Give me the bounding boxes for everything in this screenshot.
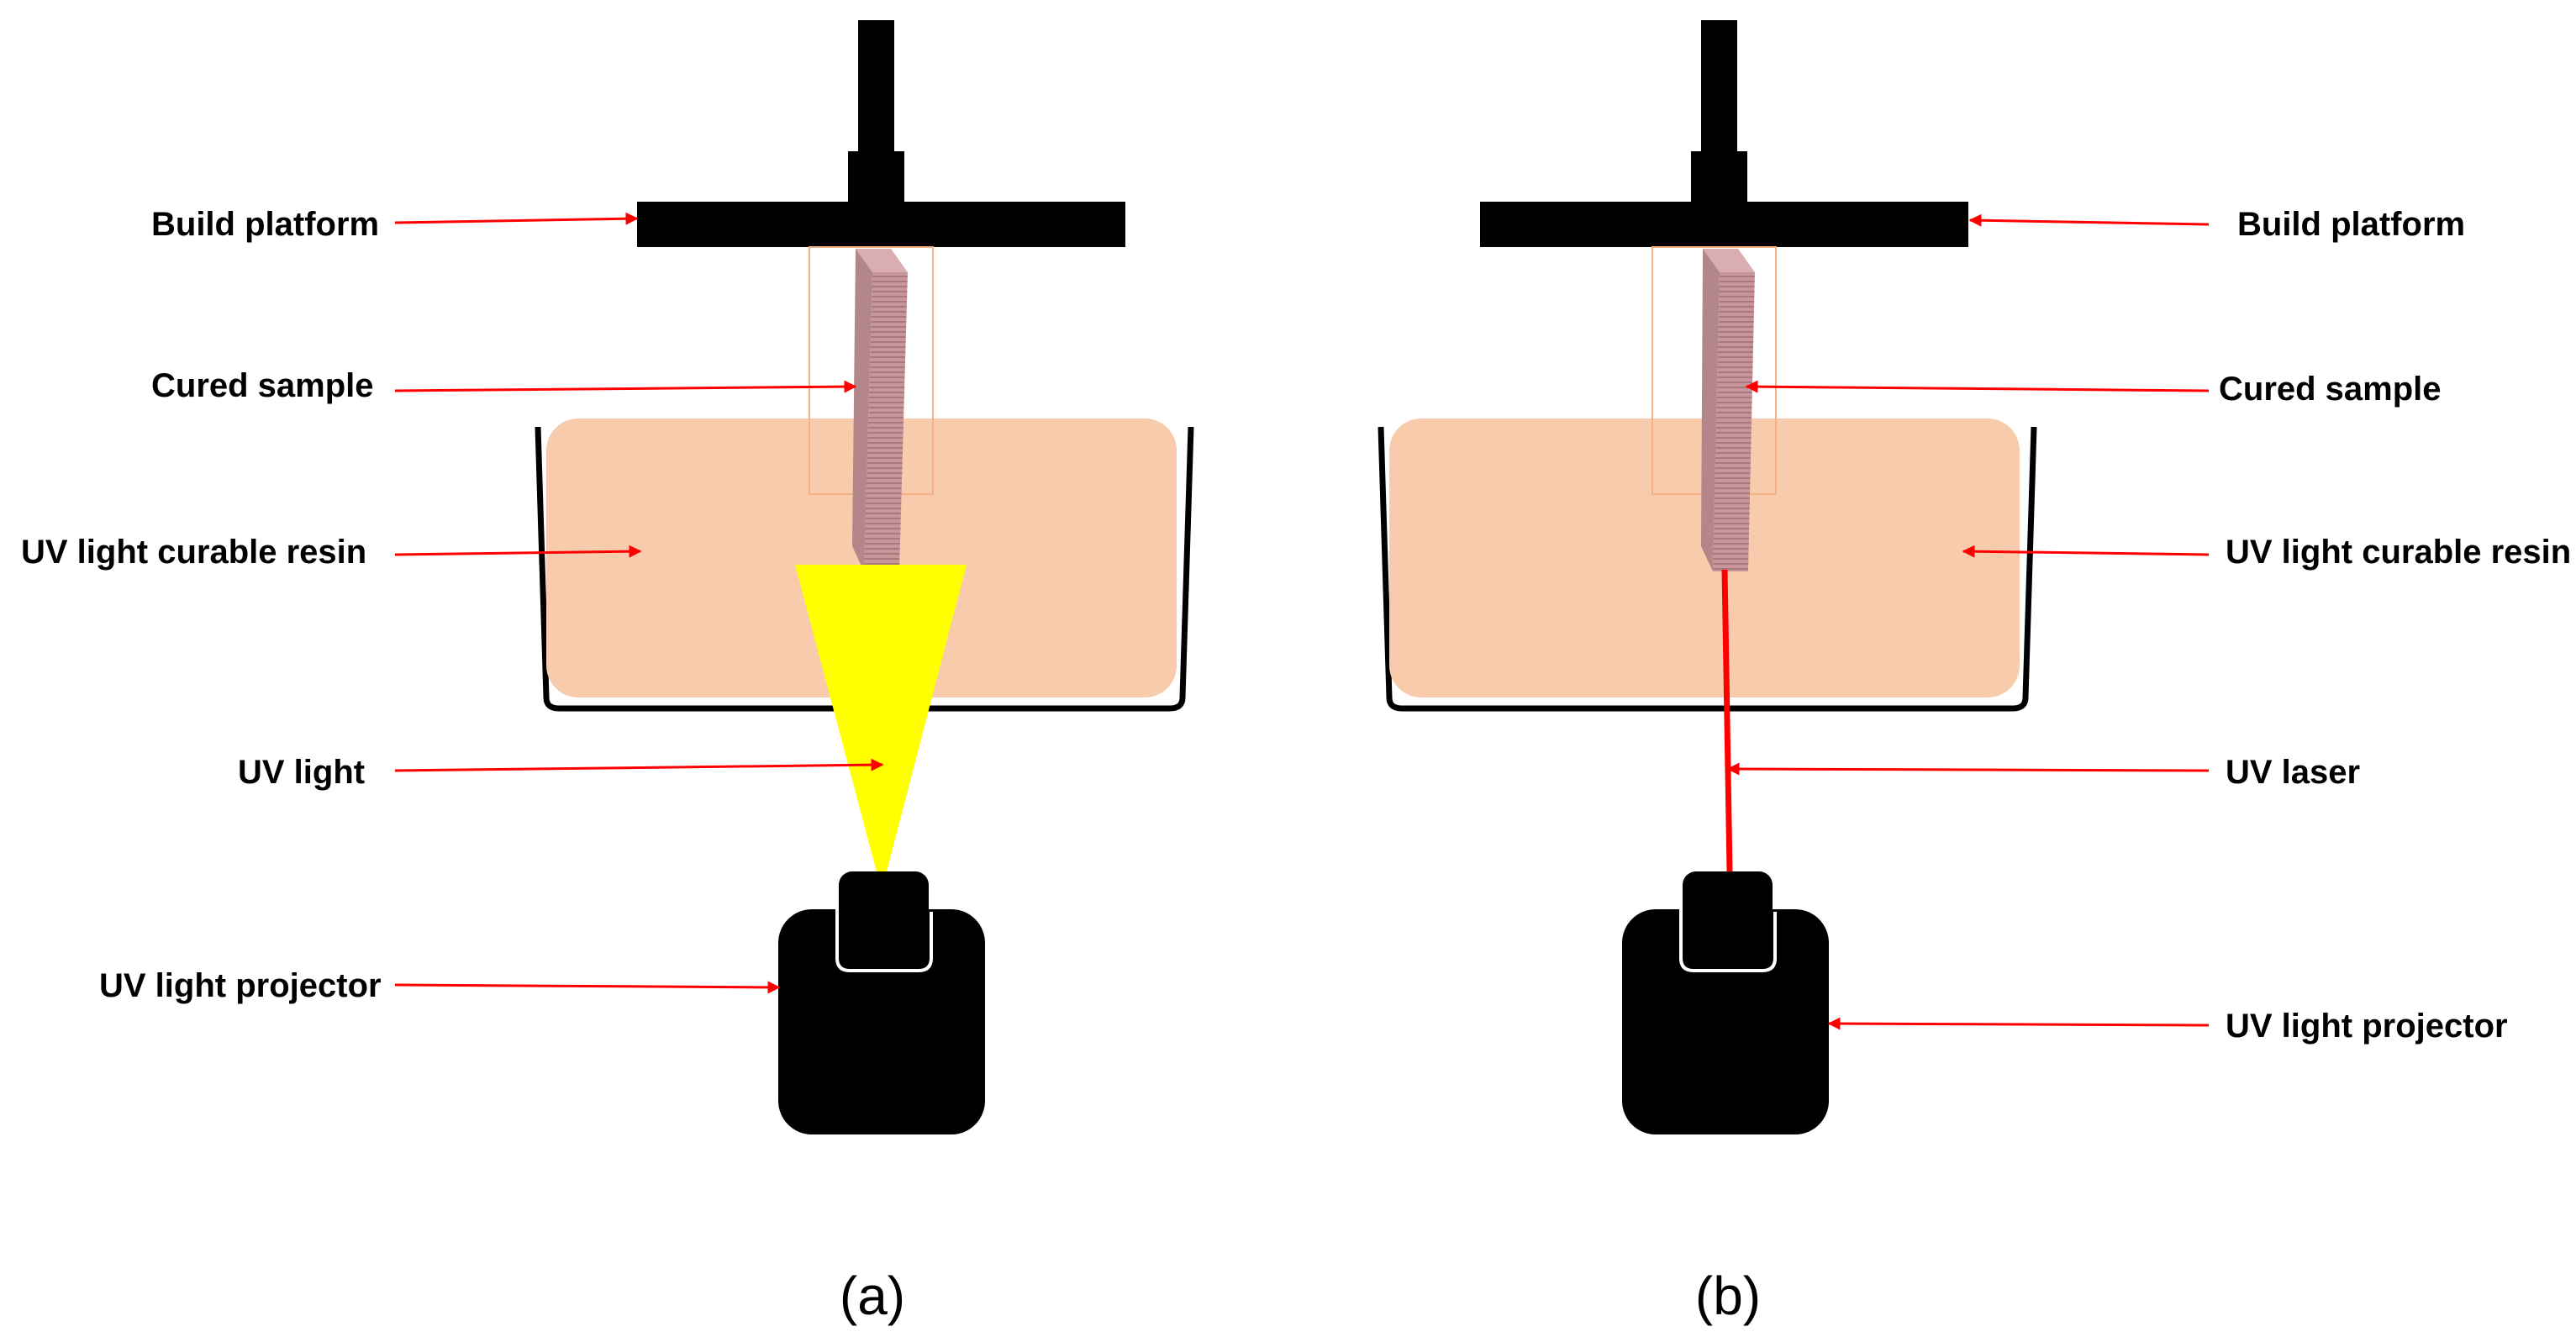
label-projector-b: UV light projector: [2226, 1008, 2508, 1045]
label-cured-sample-a: Cured sample: [151, 367, 374, 404]
projector-body: [1622, 909, 1829, 1134]
arrow-build-platform-a: [394, 212, 639, 225]
label-build-platform-b: Build platform: [2237, 206, 2465, 243]
resin-vat: [1378, 426, 2037, 712]
projector-lens: [1683, 871, 1773, 968]
arrow-projector-a: [394, 981, 781, 994]
caption-b: (b): [1695, 1266, 1761, 1326]
platform-coupler: [1691, 151, 1747, 207]
arrow-uv-light-a: [394, 758, 884, 772]
arrow-build-platform-b: [1968, 213, 2210, 227]
cured-sample: [852, 249, 908, 571]
build-platform: [637, 202, 1125, 247]
arrow-resin-b: [1962, 545, 2210, 558]
label-resin-b: UV light curable resin: [2226, 534, 2571, 571]
label-resin-a: UV light curable resin: [21, 534, 366, 571]
arrow-projector-b: [1827, 1017, 2210, 1030]
panel-b: Build platform Cured sample UV light cur…: [1378, 20, 2571, 1326]
label-projector-a: UV light projector: [99, 967, 382, 1004]
platform-coupler: [848, 151, 904, 207]
arrow-cured-sample-b: [1745, 380, 2210, 393]
build-platform: [1480, 202, 1968, 247]
panel-a: Build platform Cured sample UV light cur…: [21, 20, 1194, 1326]
cured-sample: [1701, 249, 1755, 571]
arrow-cured-sample-a: [394, 380, 857, 393]
uv-laser-beam: [1721, 569, 1733, 873]
platform-shaft: [858, 20, 894, 155]
resin: [1389, 418, 2020, 697]
platform-shaft: [1701, 20, 1737, 155]
label-build-platform-a: Build platform: [151, 206, 379, 243]
arrow-resin-a: [394, 545, 642, 558]
projector-body: [778, 909, 985, 1134]
projector-lens-outline: [835, 891, 933, 972]
label-uv-light-a: UV light: [238, 754, 365, 791]
label-cured-sample-b: Cured sample: [2219, 371, 2442, 408]
uv-light-cone: [795, 565, 967, 891]
projector-lens-outline: [1679, 891, 1777, 972]
projector-lens: [839, 871, 929, 968]
caption-a: (a): [840, 1266, 905, 1326]
label-uv-laser-b: UV laser: [2226, 754, 2360, 791]
arrow-uv-laser-b: [1726, 762, 2210, 776]
